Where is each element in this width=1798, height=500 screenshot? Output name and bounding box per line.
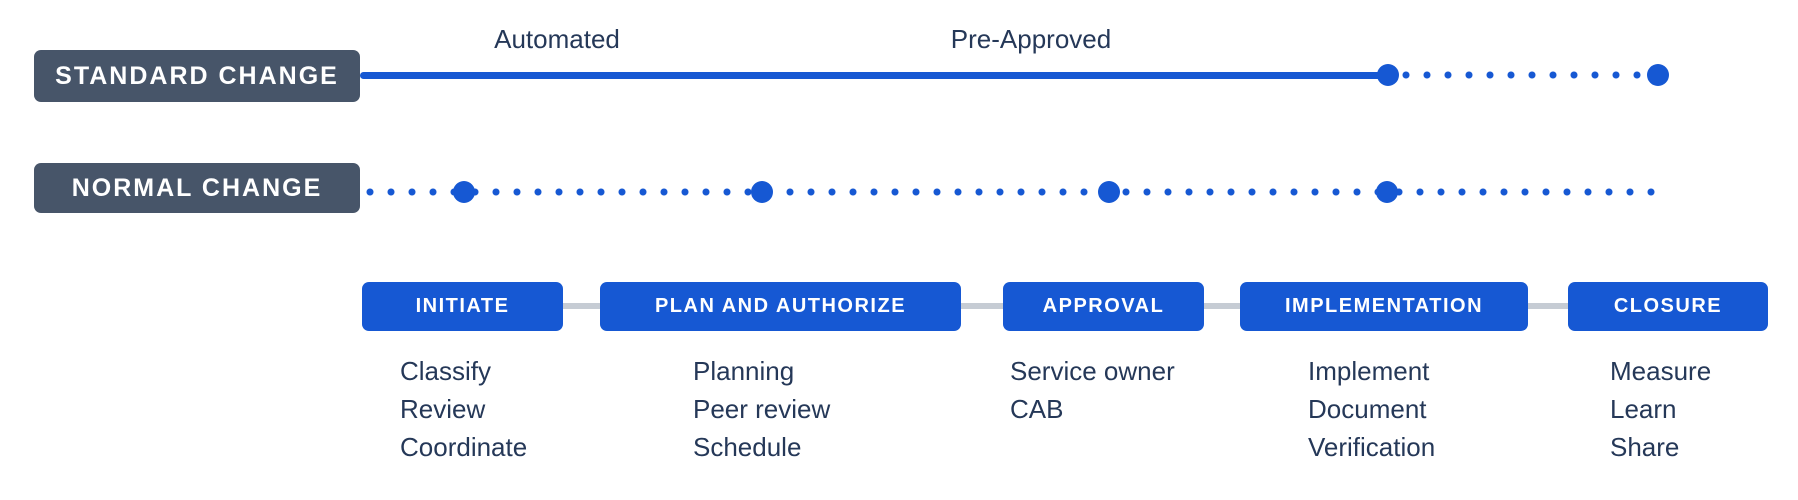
normal-change-milestone-dot-approval	[1098, 181, 1120, 203]
stage-connector-3	[1204, 303, 1240, 309]
list-item: Verification	[1308, 432, 1436, 462]
list-item: Review	[400, 394, 486, 424]
normal-change-milestone-dot-implementation	[1376, 181, 1398, 203]
list-item: Planning	[693, 356, 795, 386]
stage-items-closure: Measure Learn Share	[1610, 352, 1711, 466]
annotation-automated: Automated	[494, 24, 620, 54]
list-item: Service owner	[1010, 356, 1175, 386]
normal-change-dotted-line	[366, 188, 1666, 196]
list-item: Document	[1308, 394, 1427, 424]
stage-connector-2	[961, 303, 1003, 309]
list-item: Measure	[1610, 356, 1712, 386]
standard-change-end-dot	[1647, 64, 1669, 86]
stage-box-implementation: IMPLEMENTATION	[1240, 282, 1528, 331]
list-item: Learn	[1610, 394, 1677, 424]
standard-change-dotted-line	[1402, 71, 1648, 79]
list-item: Classify	[400, 356, 492, 386]
list-item: CAB	[1010, 394, 1064, 424]
list-item: Implement	[1308, 356, 1430, 386]
stage-box-closure: CLOSURE	[1568, 282, 1768, 331]
stage-box-plan-and-authorize: PLAN AND AUTHORIZE	[600, 282, 961, 331]
stage-items-plan-and-authorize: Planning Peer review Schedule	[693, 352, 830, 466]
stage-connector-4	[1528, 303, 1568, 309]
stage-box-approval: APPROVAL	[1003, 282, 1204, 331]
stage-box-initiate: INITIATE	[362, 282, 563, 331]
list-item: Coordinate	[400, 432, 528, 462]
normal-change-milestone-dot-plan	[751, 181, 773, 203]
stage-items-initiate: Classify Review Coordinate	[400, 352, 527, 466]
normal-change-milestone-dot-initiate	[453, 181, 475, 203]
annotation-pre-approved: Pre-Approved	[950, 24, 1112, 54]
normal-change-badge: NORMAL CHANGE	[34, 163, 360, 213]
list-item: Peer review	[693, 394, 831, 424]
standard-change-badge: STANDARD CHANGE	[34, 50, 360, 102]
stage-items-approval: Service owner CAB	[1010, 352, 1175, 428]
list-item: Schedule	[693, 432, 802, 462]
list-item: Share	[1610, 432, 1680, 462]
stage-connector-1	[563, 303, 600, 309]
stage-items-implementation: Implement Document Verification	[1308, 352, 1435, 466]
standard-change-milestone-dot	[1377, 64, 1399, 86]
standard-change-solid-line	[360, 72, 1388, 79]
